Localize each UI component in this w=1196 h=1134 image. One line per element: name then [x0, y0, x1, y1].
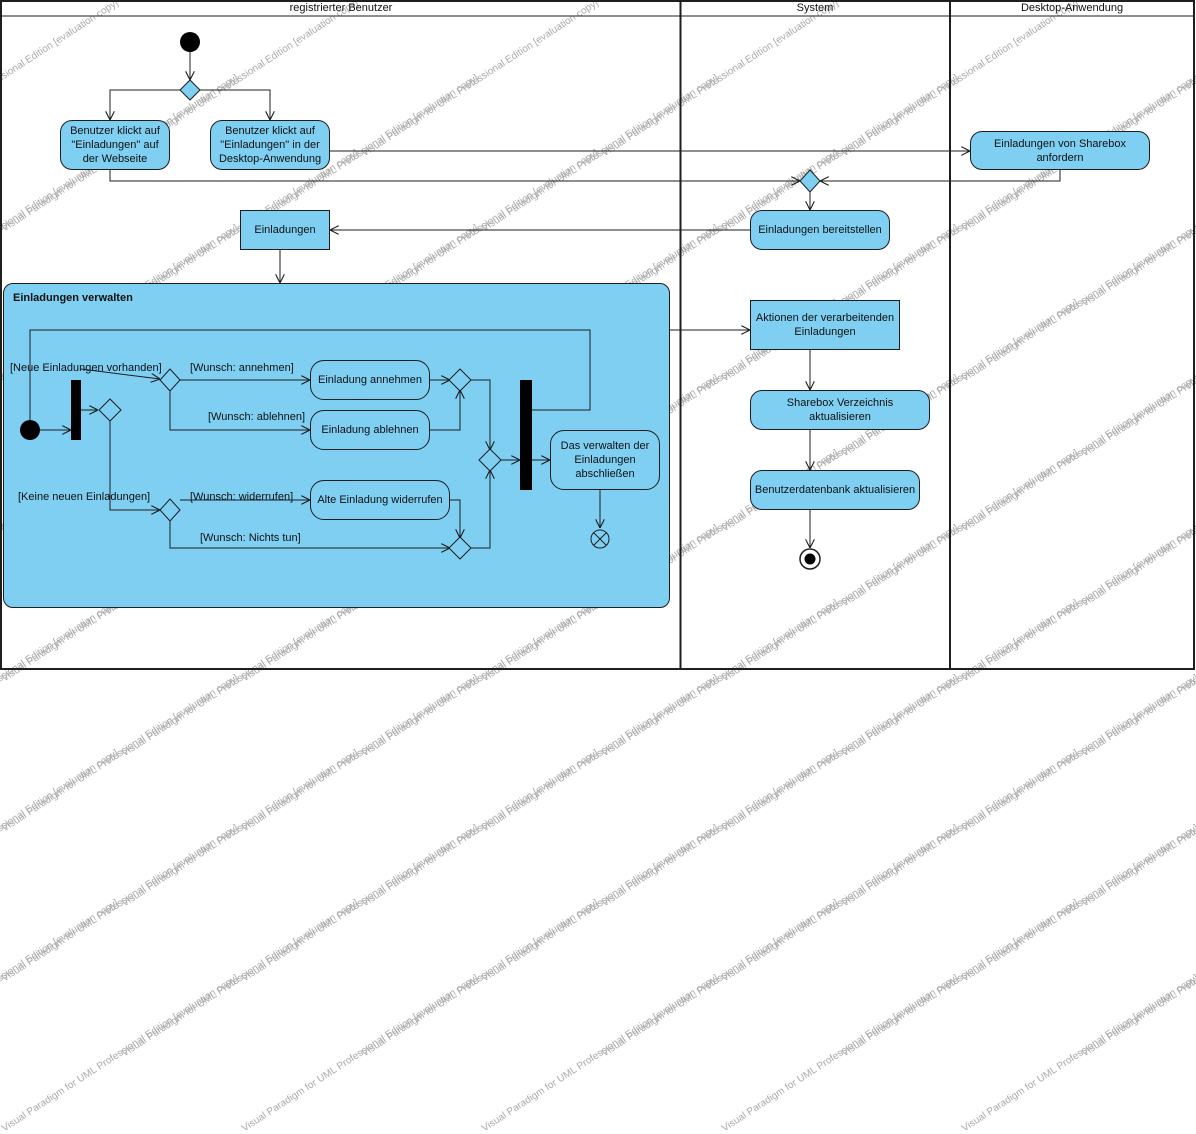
- flow-final-node: [590, 529, 610, 549]
- action-request-invitations[interactable]: Einladungen von Sharebox anfordern: [970, 131, 1150, 170]
- watermark-text: Visual Paradigm for UML Professional Edi…: [0, 897, 121, 1060]
- edge-request-to-merge: [820, 170, 1061, 181]
- edge-decision-to-web: [110, 89, 180, 120]
- fork-bar: [71, 380, 81, 440]
- action-revoke-invitation[interactable]: Alte Einladung widerrufen: [310, 480, 450, 520]
- lane-title-desktop: Desktop-Anwendung: [1020, 2, 1124, 14]
- watermark-text: Visual Paradigm for UML Professional Edi…: [240, 972, 481, 1134]
- lane-title-system: System: [796, 2, 834, 14]
- decision-wish-1: [159, 368, 181, 392]
- initial-node: [180, 32, 200, 52]
- action-decline-invitation[interactable]: Einladung ablehnen: [310, 410, 430, 450]
- decision-new-invitations: [98, 398, 122, 422]
- edge-web-to-merge: [109, 170, 800, 181]
- join-bar: [520, 380, 532, 490]
- edge-to-nothing-merge: [169, 520, 450, 548]
- edge-decline-to-merge: [430, 390, 460, 431]
- guard-nothing: [Wunsch: Nichts tun]: [200, 532, 301, 544]
- edge-decision-to-desktop: [200, 89, 270, 120]
- decision-wish-2: [159, 498, 181, 522]
- edge-decision2-to-decision3: [109, 420, 160, 510]
- guard-decline: [Wunsch: ablehnen]: [208, 411, 306, 423]
- watermark-text: Visual Paradigm for UML Professional Edi…: [960, 972, 1196, 1134]
- merge-accept-decline: [448, 368, 472, 392]
- action-finish-managing[interactable]: Das verwalten der Einladungen abschließe…: [550, 430, 660, 490]
- merge-system: [799, 169, 821, 193]
- region-title: Einladungen verwalten: [13, 292, 133, 304]
- edge-fork-to-decision-1: [80, 368, 160, 379]
- edge-loop-back: [29, 329, 591, 420]
- action-click-web[interactable]: Benutzer klickt auf "Einladungen" auf de…: [60, 120, 170, 170]
- guard-no-new-invitations: [Keine neuen Einladungen]: [18, 491, 151, 503]
- watermark-text: Visual Paradigm for UML Professional Edi…: [0, 747, 121, 910]
- guard-new-invitations: [Neue Einladungen vorhanden]: [10, 362, 162, 374]
- merge-final: [478, 448, 502, 472]
- edge-to-decline: [169, 390, 310, 430]
- watermark-text: Visual Paradigm for UML Professional Edi…: [720, 972, 961, 1134]
- edge-revoke-to-merge: [450, 499, 460, 538]
- final-node-inner: [804, 553, 816, 565]
- edge-merge1-to-merge3: [470, 379, 490, 450]
- watermark-text: Visual Paradigm for UML Professional Edi…: [0, 972, 241, 1134]
- action-click-desktop[interactable]: Benutzer klickt auf "Einladungen" in der…: [210, 120, 330, 170]
- lane-title-user: registrierter Benutzer: [289, 2, 393, 14]
- action-accept-invitation[interactable]: Einladung annehmen: [310, 360, 430, 400]
- action-provide-invitations[interactable]: Einladungen bereitstellen: [750, 210, 890, 250]
- frame: [0, 0, 1195, 670]
- object-invitations[interactable]: Einladungen: [240, 210, 330, 250]
- watermark-text: Visual Paradigm for UML Professional Edi…: [480, 972, 721, 1134]
- action-update-directory[interactable]: Sharebox Verzeichnis aktualisieren: [750, 390, 930, 430]
- sub-initial-node: [20, 420, 40, 440]
- decision-top: [179, 79, 201, 101]
- diagram-edges: [0, 0, 1195, 670]
- object-processed-actions[interactable]: Aktionen der verarbeitenden Einladungen: [750, 300, 900, 350]
- merge-revoke-nothing: [448, 536, 472, 560]
- edge-merge2-to-merge3: [470, 470, 490, 549]
- guard-accept: [Wunsch: annehmen]: [190, 362, 294, 374]
- action-update-database[interactable]: Benutzerdatenbank aktualisieren: [750, 470, 920, 510]
